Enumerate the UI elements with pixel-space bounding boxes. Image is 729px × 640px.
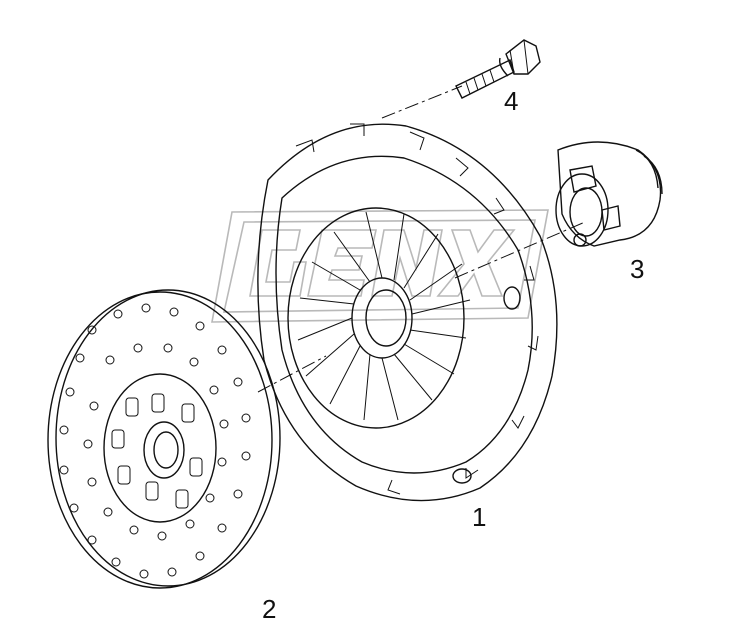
bolt [455, 39, 541, 99]
watermark [211, 209, 549, 323]
clutch-disc [47, 289, 281, 589]
callout-bolt: 4 [504, 86, 519, 116]
callout-release-bearing: 3 [630, 254, 645, 284]
damper-springs [111, 393, 203, 509]
friction-holes [59, 303, 251, 579]
release-bearing [555, 141, 663, 247]
callout-clutch-disc: 2 [262, 594, 277, 624]
callout-pressure-plate: 1 [472, 502, 487, 532]
assembly-axis [257, 85, 586, 393]
pressure-plate [257, 123, 558, 502]
